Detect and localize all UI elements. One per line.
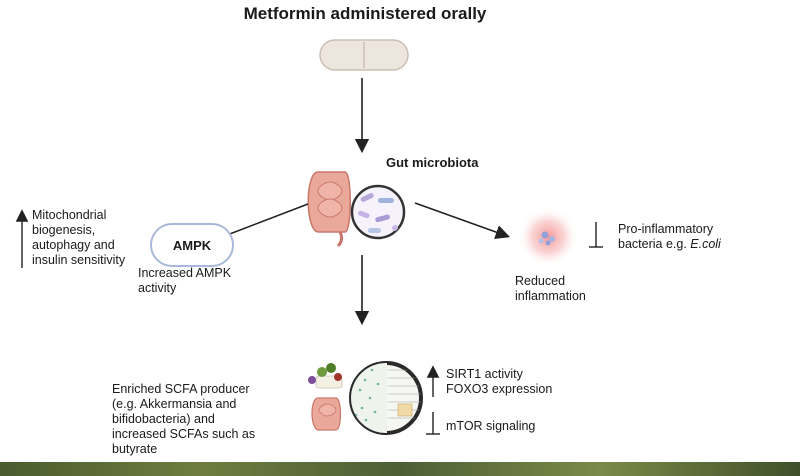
pill-icon <box>319 39 409 71</box>
proinflam-decrease-marker <box>589 222 603 248</box>
sirt-line1: SIRT1 activity <box>446 367 523 381</box>
mito-line4: insulin sensitivity <box>32 253 126 267</box>
proinflam-text: Pro-inflammatory bacteria e.g. E.coli <box>618 222 721 252</box>
inflammation-glow-icon <box>518 207 578 267</box>
sirt-text: SIRT1 activity FOXO3 expression <box>446 367 552 397</box>
mtor-text: mTOR signaling <box>446 419 536 433</box>
diet-fiber-intestine-icon <box>308 363 343 431</box>
proinflam-line1: Pro-inflammatory <box>618 222 714 236</box>
proinflam-ecoli: E.coli <box>690 237 721 251</box>
scfa-line2: (e.g. Akkermansia and <box>112 397 237 411</box>
diagram-title: Metformin administered orally <box>243 4 487 23</box>
scfa-line4: increased SCFAs such as <box>112 427 256 441</box>
arrow-gut-to-inflammation <box>414 202 511 239</box>
ampk-caption-line1: Increased AMPK <box>138 266 232 280</box>
mito-text: Mitochondrial biogenesis, autophagy and … <box>32 208 125 268</box>
proinflam-line2-prefix: bacteria e.g. <box>618 237 691 251</box>
sirt-line2: FOXO3 expression <box>446 382 553 396</box>
inflammation-line1: Reduced <box>515 274 566 288</box>
microbiota-magnifier-icon <box>350 184 406 240</box>
ampk-caption-line2: activity <box>138 281 177 295</box>
mito-line3: autophagy and <box>32 238 115 252</box>
gut-microbiota-label: Gut microbiota <box>386 155 479 170</box>
ampk-box: AMPK <box>150 223 234 267</box>
scfa-line1: Enriched SCFA producer <box>112 382 250 396</box>
bottom-photo-strip <box>0 462 800 476</box>
reduced-inflammation-text: Reduced inflammation <box>515 274 586 304</box>
scfa-line5: butyrate <box>112 442 158 456</box>
mito-line2: biogenesis, <box>32 223 96 237</box>
mtor-decrease-marker <box>426 412 440 435</box>
mito-line1: Mitochondrial <box>32 208 107 222</box>
intestine-icon <box>307 171 351 248</box>
scfa-line3: bifidobacteria) and <box>112 412 215 426</box>
ampk-caption: Increased AMPK activity <box>138 266 231 296</box>
inflammation-line2: inflammation <box>515 289 586 303</box>
scfa-text: Enriched SCFA producer (e.g. Akkermansia… <box>112 382 255 457</box>
scfa-magnifier-icon <box>349 361 423 435</box>
proinflam-line2: bacteria e.g. E.coli <box>618 237 721 252</box>
